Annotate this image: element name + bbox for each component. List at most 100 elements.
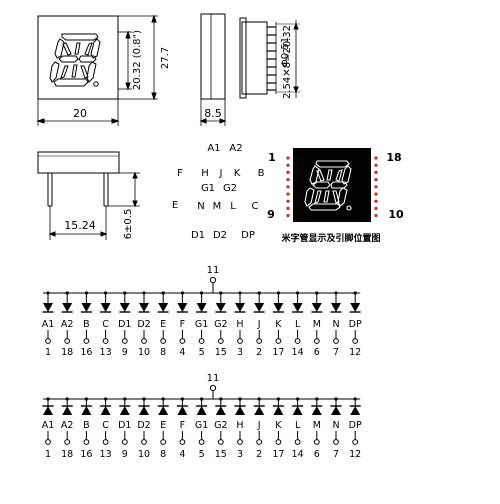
pin-dot bbox=[374, 178, 378, 182]
seg-label-g2: G2 bbox=[223, 183, 237, 194]
segment-label: D2 bbox=[137, 420, 150, 431]
pin-number-label: 3 bbox=[237, 347, 243, 358]
pin-dot bbox=[286, 199, 290, 203]
pin-number-label: 15 bbox=[215, 449, 227, 460]
pin-number-label: 8 bbox=[160, 449, 166, 460]
pin-dot bbox=[286, 214, 290, 218]
diode-symbol bbox=[100, 303, 111, 312]
seg-label-l: L bbox=[230, 201, 236, 212]
pin-terminal bbox=[179, 439, 186, 445]
pin-terminal bbox=[237, 338, 243, 344]
seg-label-m: M bbox=[213, 201, 222, 212]
pin-number-label: 7 bbox=[333, 347, 339, 358]
diode-symbol bbox=[139, 406, 149, 415]
pin-terminal bbox=[352, 439, 359, 445]
segment-label: F bbox=[180, 319, 185, 330]
segment-label: N bbox=[332, 420, 339, 431]
pin-dot bbox=[374, 192, 378, 196]
diode-symbol bbox=[119, 303, 130, 312]
common-pin-terminal bbox=[209, 276, 217, 284]
segment-naming-diagram: A1 A2 F H J K B G1 G2 E N M L C D1 D2 DP bbox=[172, 143, 265, 241]
segment-label: N bbox=[332, 319, 339, 330]
front-view bbox=[36, 14, 158, 126]
pin-terminal bbox=[333, 439, 339, 445]
pin-number-label: 10 bbox=[138, 347, 150, 358]
common-pin-label: 11 bbox=[207, 373, 220, 384]
pin-dot bbox=[374, 199, 378, 203]
pin-terminal bbox=[294, 338, 301, 344]
diode-symbol bbox=[311, 303, 322, 312]
pin-number-label: 16 bbox=[80, 449, 92, 460]
segment-label: C bbox=[102, 420, 109, 431]
diode-symbol bbox=[254, 303, 265, 312]
pin-terminal bbox=[217, 439, 224, 445]
seg-label-n: N bbox=[197, 201, 204, 212]
display-digit-glyph bbox=[304, 160, 352, 211]
diode-symbol bbox=[331, 406, 341, 415]
pin-terminal bbox=[141, 439, 147, 445]
pin-terminal bbox=[179, 338, 186, 344]
pin-number-label: 8 bbox=[160, 347, 166, 358]
diode-symbol bbox=[235, 406, 245, 415]
diode-symbol bbox=[177, 303, 188, 312]
diode-symbol bbox=[292, 303, 303, 312]
pin-leads bbox=[267, 26, 276, 91]
segment-label: A2 bbox=[61, 319, 74, 330]
pin-body-outline bbox=[241, 21, 268, 95]
segment-label: M bbox=[313, 420, 321, 431]
segment-label: D2 bbox=[137, 319, 150, 330]
seg-label-f: F bbox=[177, 168, 183, 179]
diode-symbol bbox=[139, 303, 149, 312]
diode-symbol bbox=[311, 406, 322, 415]
diode-symbol bbox=[215, 406, 226, 415]
diode-symbol bbox=[81, 303, 92, 312]
pin-pitch-label: 2.54✕8=20.32 bbox=[282, 25, 293, 99]
pin-terminal bbox=[45, 439, 51, 445]
diode-symbol bbox=[158, 406, 169, 415]
pin-dot bbox=[374, 156, 378, 160]
front-height-label: 27.7 bbox=[160, 47, 171, 69]
pin-label-1: 1 bbox=[268, 151, 276, 164]
diode-symbol bbox=[254, 406, 265, 415]
segment-label: J bbox=[257, 319, 261, 330]
pin-number-label: 14 bbox=[292, 347, 304, 358]
pin-terminal bbox=[64, 338, 71, 344]
seg-label-j: J bbox=[219, 168, 223, 179]
diode-symbol bbox=[100, 406, 111, 415]
pin-terminal bbox=[294, 439, 301, 445]
diode-symbol bbox=[196, 303, 207, 312]
segment-label: M bbox=[313, 319, 321, 330]
front-width-label: 20 bbox=[73, 107, 87, 120]
pin-terminal bbox=[256, 338, 263, 344]
pin-number-label: 3 bbox=[237, 449, 243, 460]
segment-label: B bbox=[83, 319, 90, 330]
pin-number-label: 18 bbox=[61, 347, 73, 358]
seg-label-d1: D1 bbox=[191, 230, 205, 241]
bottom-view bbox=[37, 151, 140, 240]
segment-label: DP bbox=[349, 319, 362, 330]
pin-number-label: 5 bbox=[199, 449, 205, 460]
segment-label: G1 bbox=[195, 319, 208, 330]
pin-dot bbox=[286, 163, 290, 167]
seg-label-d2: D2 bbox=[213, 230, 227, 241]
diode-symbol bbox=[215, 303, 226, 312]
bottom-width-label: 15.24 bbox=[64, 219, 96, 232]
pin-terminal bbox=[275, 439, 282, 445]
segment-label: DP bbox=[349, 420, 362, 431]
pin-terminal bbox=[333, 338, 339, 344]
pin-position-diagram: 1 18 9 10 米字管显示及引脚位置图 bbox=[267, 148, 404, 244]
digit-height-label: 20.32 (0.8") bbox=[132, 30, 143, 90]
segment-label: A2 bbox=[61, 420, 74, 431]
side-depth-label: 8.5 bbox=[204, 107, 222, 120]
side-outline bbox=[200, 13, 226, 100]
pin-number-label: 16 bbox=[80, 347, 92, 358]
diode-symbol bbox=[235, 303, 245, 312]
pin-terminal bbox=[313, 338, 320, 344]
diode-symbol bbox=[196, 406, 207, 415]
pin-dot bbox=[374, 163, 378, 167]
pin-number-label: 5 bbox=[199, 347, 205, 358]
pin-number-label: 10 bbox=[138, 449, 150, 460]
pin-number-label: 12 bbox=[349, 449, 361, 460]
pin-number-label: 9 bbox=[122, 449, 128, 460]
pin-label-10: 10 bbox=[388, 208, 404, 221]
